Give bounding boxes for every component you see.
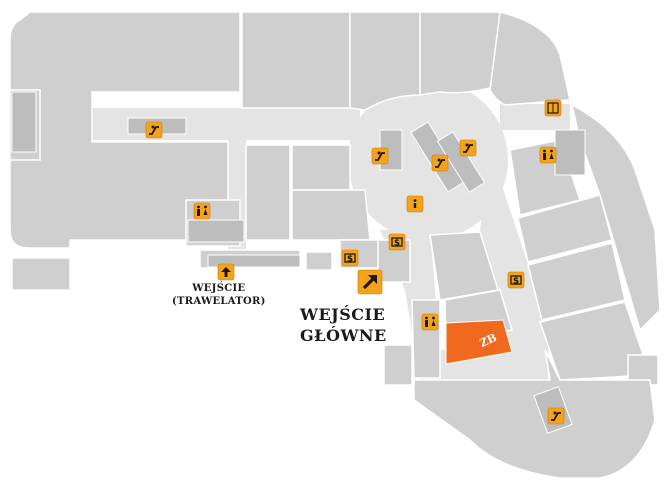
highlighted-store[interactable]: ZB [445, 319, 513, 365]
escalator-icon [431, 154, 449, 172]
information-icon [406, 195, 424, 213]
elevator-icon [544, 99, 562, 117]
up-arrow-icon [217, 263, 235, 281]
facility-icons: $ $ $ [145, 99, 565, 425]
restroom-icon [421, 313, 439, 331]
atm-icon: $ [388, 233, 406, 251]
restroom-icon [193, 202, 211, 220]
restroom-icon [539, 146, 557, 164]
main-entrance-arrow-icon [357, 269, 383, 295]
escalator-icon [459, 139, 477, 157]
main-entrance-label: WEJŚCIE GŁÓWNE [300, 305, 387, 345]
escalator-icon [547, 407, 565, 425]
trawelator-entrance-label: WEJŚCIE (TRAWELATOR) [172, 283, 266, 307]
svg-text:$: $ [513, 277, 519, 287]
atm-icon: $ [341, 249, 359, 267]
escalator-icon [371, 147, 389, 165]
svg-text:$: $ [347, 255, 353, 265]
atm-icon: $ [507, 271, 525, 289]
escalator-icon [145, 121, 163, 139]
svg-text:$: $ [394, 239, 400, 249]
